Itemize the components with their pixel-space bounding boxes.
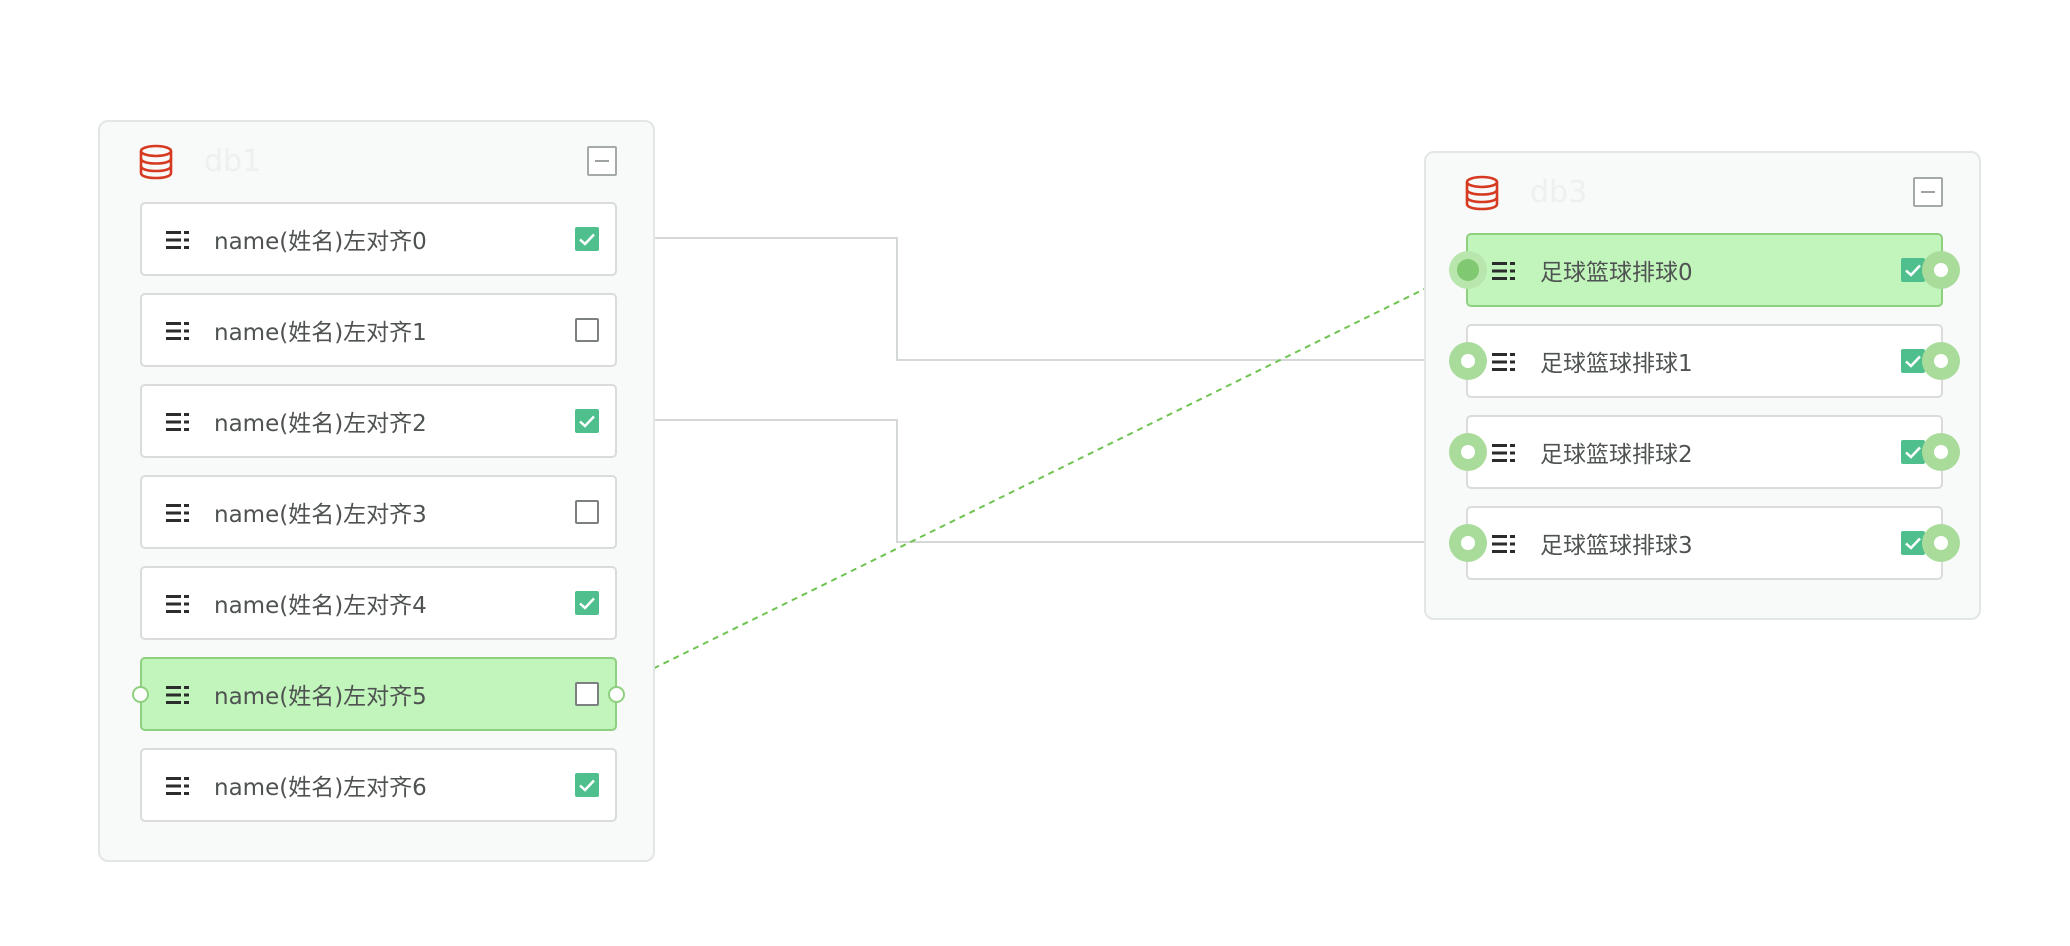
check-icon [1905,446,1921,459]
field-row[interactable]: 足球篮球排球1 [1449,324,1960,398]
field-row[interactable]: name(姓名)左对齐2 [140,384,617,458]
check-icon [1905,264,1921,277]
field-list-icon [166,322,189,340]
field-list-icon [166,777,189,795]
field-row[interactable]: name(姓名)左对齐4 [140,566,617,640]
field-checkbox[interactable] [575,591,599,615]
field-row[interactable]: name(姓名)左对齐1 [140,293,617,367]
check-icon [579,597,595,610]
field-checkbox[interactable] [575,682,599,706]
edge-db1-0-to-db3-1[interactable] [612,237,1455,361]
check-icon [579,779,595,792]
field-list-icon [166,231,189,249]
field-list-icon [1492,353,1515,371]
field-label: name(姓名)左对齐6 [214,775,427,801]
field-list-icon [166,595,189,613]
left-port[interactable] [1449,433,1487,471]
field-label: 足球篮球排球2 [1540,442,1693,468]
check-icon [579,233,595,246]
field-row[interactable]: name(姓名)左对齐0 [140,202,617,276]
field-label: name(姓名)左对齐3 [214,502,427,528]
field-row[interactable]: 足球篮球排球0 [1449,233,1960,307]
field-label: name(姓名)左对齐0 [214,229,427,255]
field-label: 足球篮球排球3 [1540,533,1693,559]
field-label: name(姓名)左对齐5 [214,684,427,710]
right-port[interactable] [1922,524,1960,562]
node-header[interactable]: db1 [100,122,653,202]
field-row[interactable]: name(姓名)左对齐3 [140,475,617,549]
right-port[interactable] [1922,342,1960,380]
field-list-icon [1492,535,1515,553]
field-list-icon [166,686,189,704]
field-label: name(姓名)左对齐4 [214,593,427,619]
right-port[interactable] [608,686,625,703]
field-row[interactable]: name(姓名)左对齐6 [140,748,617,822]
field-label: name(姓名)左对齐1 [214,320,427,346]
collapse-button[interactable] [1913,177,1943,207]
field-checkbox[interactable] [1901,349,1925,373]
field-list-icon [166,504,189,522]
right-port[interactable] [1922,251,1960,289]
field-label: 足球篮球排球0 [1540,260,1693,286]
field-row[interactable]: name(姓名)左对齐5 [132,657,625,731]
field-checkbox[interactable] [1901,531,1925,555]
database-icon [139,144,173,180]
left-port[interactable] [1449,342,1487,380]
right-port[interactable] [1922,433,1960,471]
check-icon [1905,355,1921,368]
field-checkbox[interactable] [575,227,599,251]
node-header[interactable]: db3 [1426,153,1979,233]
field-checkbox[interactable] [575,500,599,524]
node-title: db1 [204,144,262,179]
field-list-icon [166,413,189,431]
field-row[interactable]: 足球篮球排球2 [1449,415,1960,489]
field-checkbox[interactable] [575,318,599,342]
node-title: db3 [1530,175,1588,210]
field-row[interactable]: 足球篮球排球3 [1449,506,1960,580]
field-checkbox[interactable] [575,773,599,797]
field-checkbox[interactable] [1901,258,1925,282]
field-list-icon [1492,444,1515,462]
left-port[interactable] [132,686,149,703]
field-list-icon [1492,262,1515,280]
table-node-db3[interactable]: db3 足球篮球排球0 足球篮球排球1 足球篮球排球2 足球篮球排球3 [1424,151,1981,620]
collapse-button[interactable] [587,146,617,176]
left-port[interactable] [1449,251,1487,289]
database-icon [1465,175,1499,211]
field-label: name(姓名)左对齐2 [214,411,427,437]
field-label: 足球篮球排球1 [1540,351,1693,377]
check-icon [579,415,595,428]
table-node-db1[interactable]: db1 name(姓名)左对齐0 name(姓名)左对齐1 name(姓名)左对… [98,120,655,862]
left-port[interactable] [1449,524,1487,562]
edge-db1-5-to-db3-0-dashed[interactable] [623,269,1464,684]
edge-db1-2-to-db3-3[interactable] [612,419,1455,543]
check-icon [1905,537,1921,550]
field-checkbox[interactable] [1901,440,1925,464]
field-checkbox[interactable] [575,409,599,433]
